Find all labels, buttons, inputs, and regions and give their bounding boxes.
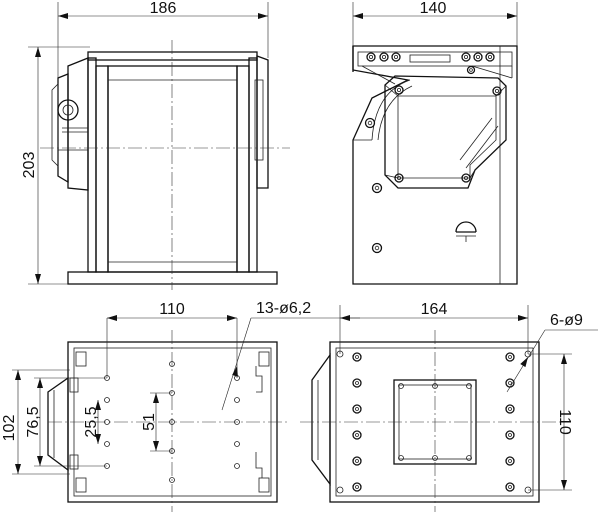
dim-side-width: 140 (352, 0, 518, 46)
top-view-holes (104, 361, 240, 483)
dim-top-offset: 25,5 (83, 400, 101, 444)
front-shaft-bore (62, 104, 74, 116)
dim-front-width-label: 186 (150, 0, 177, 17)
dim-bottom-height-label: 110 (556, 409, 573, 435)
dim-top-pitch: 51 (141, 392, 172, 452)
dim-top-inner-height: 76,5 (25, 377, 107, 467)
dim-top-center-width-label: 110 (159, 301, 185, 318)
side-view-screws (364, 52, 502, 254)
dim-top-inner-height-label: 76,5 (25, 406, 42, 437)
leader-holes-6: 6-ø9 (506, 312, 598, 393)
bottom-view (300, 330, 560, 512)
front-view (40, 40, 290, 290)
dim-top-pitch-label: 51 (141, 413, 158, 431)
dim-bottom-height: 110 (528, 353, 573, 491)
leader-holes-6-label: 6-ø9 (550, 312, 583, 329)
dim-front-height-label: 203 (21, 152, 38, 179)
side-view (352, 45, 518, 285)
dim-front-width: 186 (57, 0, 269, 80)
leader-holes-13-label: 13-ø6,2 (256, 300, 311, 317)
leader-holes-13: 13-ø6,2 (221, 300, 360, 411)
dim-bottom-width: 164 (339, 301, 529, 354)
top-view (47, 330, 290, 512)
dim-front-height: 203 (21, 46, 90, 285)
dim-top-overall-height: 102 (1, 369, 70, 475)
front-shaft-hub (57, 99, 79, 121)
dim-top-offset-label: 25,5 (83, 406, 100, 437)
dim-bottom-width-label: 164 (421, 301, 448, 318)
dim-top-overall-height-label: 102 (1, 415, 18, 442)
dim-top-center-width: 110 (106, 301, 238, 378)
dim-side-width-label: 140 (420, 0, 447, 17)
